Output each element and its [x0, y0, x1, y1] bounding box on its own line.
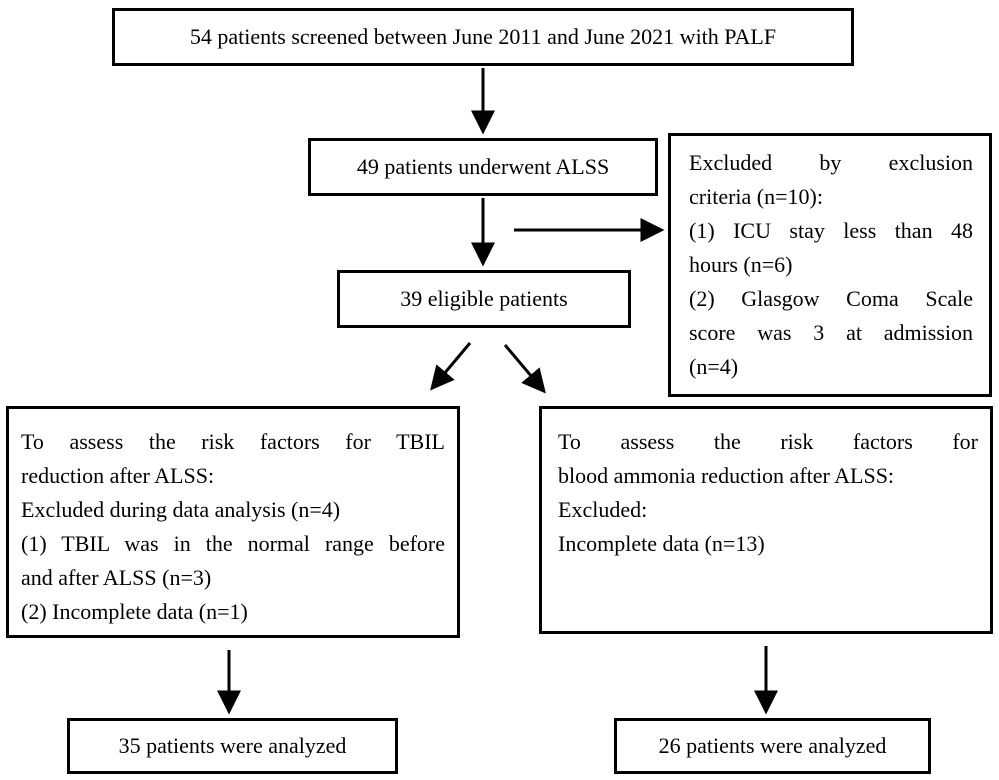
eligible-text: 39 eligible patients — [400, 286, 568, 311]
tbil-line-6: (2) Incomplete data (n=1) — [21, 599, 248, 624]
excluded-line-2: criteria (n=10): — [689, 184, 823, 209]
tbil-line-3: Excluded during data analysis (n=4) — [21, 497, 341, 522]
excluded-line-7: (n=4) — [689, 354, 739, 379]
analyzed-right-box: 26 patients were analyzed — [614, 718, 931, 774]
tbil-line-1: To assess the risk factors for TBIL — [21, 429, 445, 454]
ammonia-line-1: To assess the risk factors for — [558, 429, 978, 454]
eligible-box: 39 eligible patients — [337, 270, 631, 328]
analyzed-right-text: 26 patients were analyzed — [658, 733, 887, 758]
analyzed-left-text: 35 patients were analyzed — [118, 733, 347, 758]
tbil-box: To assess the risk factors for TBIL redu… — [6, 406, 460, 638]
analyzed-left-box: 35 patients were analyzed — [67, 718, 398, 774]
excluded-line-3: (1) ICU stay less than 48 — [689, 218, 973, 243]
ammonia-line-3: Excluded: — [558, 497, 648, 522]
ammonia-line-2: blood ammonia reduction after ALSS: — [558, 463, 895, 488]
ammonia-box: To assess the risk factors for blood amm… — [539, 406, 993, 634]
screened-text: 54 patients screened between June 2011 a… — [189, 24, 777, 49]
excluded-line-4: hours (n=6) — [689, 252, 793, 277]
alss-box: 49 patients underwent ALSS — [308, 138, 658, 196]
tbil-line-4: (1) TBIL was in the normal range before — [21, 531, 445, 556]
excluded-line-1: Excluded by exclusion — [689, 150, 973, 175]
tbil-line-5: and after ALSS (n=3) — [21, 565, 212, 590]
ammonia-line-4: Incomplete data (n=13) — [558, 531, 765, 556]
excluded-line-6: score was 3 at admission — [689, 320, 973, 345]
arrow-eligible-to-tbil — [430, 342, 472, 391]
arrow-eligible-to-ammonia — [503, 344, 546, 394]
screened-box: 54 patients screened between June 2011 a… — [112, 8, 854, 66]
tbil-line-2: reduction after ALSS: — [21, 463, 215, 488]
excluded-line-5: (2) Glasgow Coma Scale — [689, 286, 973, 311]
alss-text: 49 patients underwent ALSS — [356, 154, 610, 179]
excluded-box: Excluded by exclusion criteria (n=10): (… — [668, 133, 992, 397]
